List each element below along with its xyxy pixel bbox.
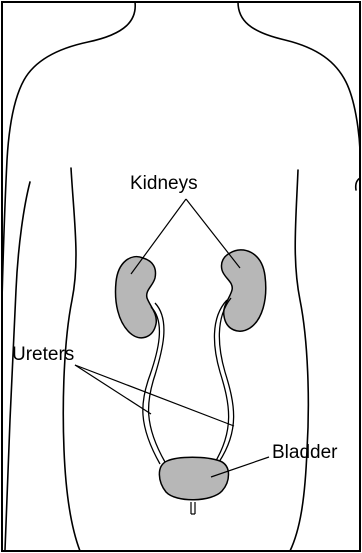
- kidneys-label: Kidneys: [130, 173, 198, 194]
- bladder: [159, 457, 228, 500]
- bladder-label: Bladder: [272, 442, 338, 463]
- ureters-label: Ureters: [12, 344, 74, 365]
